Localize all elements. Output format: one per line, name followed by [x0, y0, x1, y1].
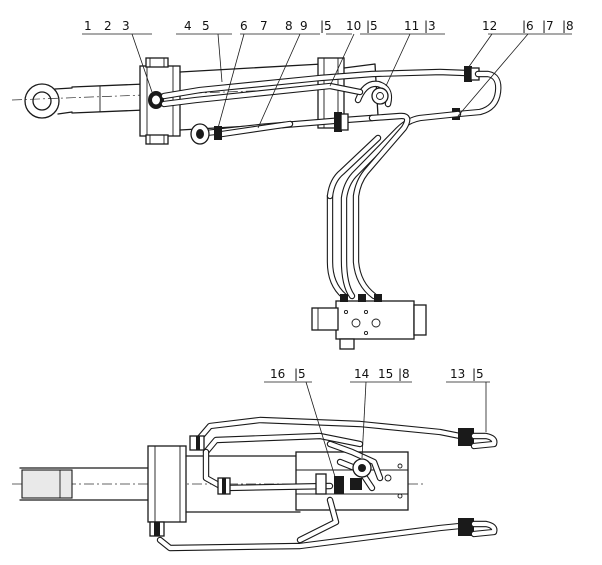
callout-8b: |8 [562, 19, 574, 33]
callout-14: 14 [354, 367, 369, 381]
callout-6: 6 [240, 19, 248, 33]
fitting-13-upper [458, 428, 498, 450]
bottom-callouts: 16 |5 14 15 |8 13 |5 [264, 367, 490, 481]
callout-10: 10 [346, 19, 361, 33]
bottom-cylinder [19, 445, 409, 523]
cylinder-head [139, 57, 181, 145]
bottom-upper-pipe [194, 416, 464, 456]
bottom-fittings [149, 435, 372, 537]
top-callouts: 1 2 3 4 5 6 7 8 9 |5 10 |5 11 |3 12 |6 |… [82, 19, 574, 129]
valve-block-top [311, 294, 427, 350]
callout-16: 16 [270, 367, 285, 381]
bottom-view [12, 416, 498, 552]
callout-5d: |5 [294, 367, 306, 381]
top-view [11, 57, 502, 350]
clamp-10 [334, 112, 349, 132]
head-branch-pipe [160, 82, 364, 108]
upper-pressure-pipe [160, 68, 470, 100]
callout-2: 2 [104, 19, 112, 33]
callout-5b: |5 [320, 19, 332, 33]
callout-15: 15 [378, 367, 393, 381]
callout-5c: |5 [366, 19, 378, 33]
callout-8c: |8 [398, 367, 410, 381]
bottom-lower-pipe [156, 496, 464, 552]
callout-6b: |6 [522, 19, 534, 33]
callout-4: 4 [184, 19, 192, 33]
rod-eye [24, 83, 73, 119]
callout-8: 8 [285, 19, 293, 33]
callout-13: 13 [450, 367, 465, 381]
fitting-13-lower [458, 518, 498, 538]
callout-5e: |5 [472, 367, 484, 381]
manifold-pipes [202, 440, 384, 492]
callout-9: 9 [300, 19, 308, 33]
piston-rod [71, 83, 146, 114]
vertical-pipe-run [326, 110, 462, 300]
callout-11: 11 [404, 19, 419, 33]
callout-3: 3 [122, 19, 130, 33]
callout-7b: |7 [542, 19, 554, 33]
callout-1: 1 [84, 19, 92, 33]
flange-fitting-6 [190, 123, 222, 145]
head-fitting [148, 91, 164, 109]
callout-3b: |3 [424, 19, 436, 33]
callout-12: 12 [482, 19, 497, 33]
lower-return-pipe [202, 114, 376, 138]
callout-5: 5 [202, 19, 210, 33]
callout-7: 7 [260, 19, 268, 33]
end-elbow-fitting [354, 80, 393, 108]
